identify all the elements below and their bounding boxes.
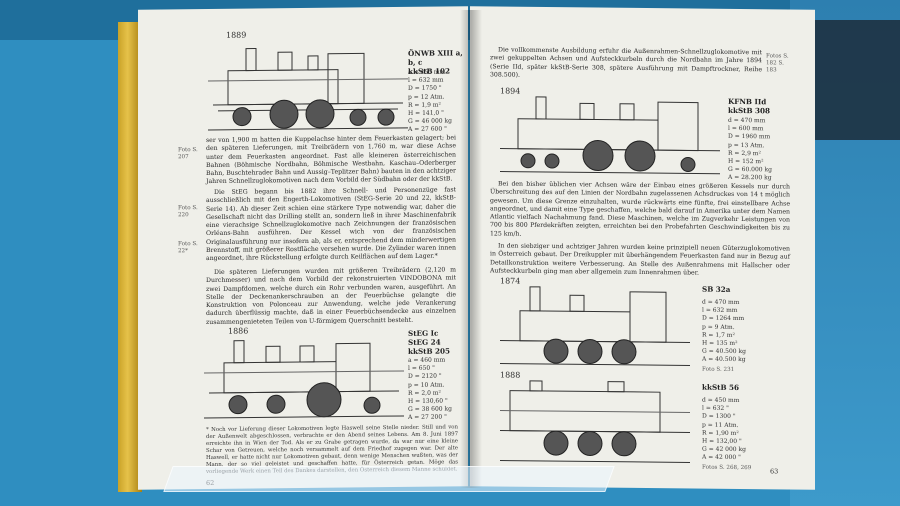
- left-page: 1889 ÖNWB XIII a, b, c kkStB 102 a = 450…: [138, 6, 468, 490]
- fig3-foto-ref: Fotos S. 268, 269: [702, 464, 752, 472]
- locomotive-drawing-1874: [500, 286, 690, 366]
- locomotive-drawing-1894: [500, 96, 720, 175]
- right-page: Die vollkommenste Ausbildung erfuhr die …: [470, 6, 815, 490]
- margin-note-2: Foto S. 220: [178, 205, 198, 219]
- fig1-spec-title-right: KFNB IId kkStB 308: [728, 96, 771, 116]
- body-paragraph-right-1: Bei den bisher üblichen vier Achsen wäre…: [490, 180, 790, 238]
- fig2-spec-title-right: SB 32a: [702, 284, 731, 294]
- background-dark-object: [815, 20, 900, 140]
- locomotive-drawing-1886: [204, 340, 404, 419]
- intro-paragraph: Die vollkommenste Ausbildung erfuhr die …: [490, 46, 762, 79]
- fig2-foto-ref: Foto S. 231: [702, 366, 735, 373]
- margin-note-1: Foto S. 207: [178, 147, 198, 161]
- page-number-right: 63: [770, 467, 779, 476]
- body-paragraph-3: Die späteren Lieferungen wurden mit größ…: [206, 266, 456, 326]
- fig1-year: 1889: [226, 30, 247, 40]
- fig3-spec-title-right: kkStB 56: [702, 382, 740, 393]
- margin-note-3: Foto S. 22*: [178, 241, 198, 255]
- body-paragraph-1: ser von 1,900 m hatten die Kuppelachse h…: [206, 134, 456, 186]
- body-paragraph-2: Die StEG begann bis 1882 ihre Schnell- u…: [206, 186, 456, 263]
- book-gutter-shadow: [460, 10, 482, 488]
- locomotive-drawing-1888: [500, 380, 690, 463]
- locomotive-drawing-1889: [208, 47, 408, 131]
- fig2-spec-title: StEG Ic StEG 24 kkStB 205: [408, 328, 451, 356]
- margin-note-top: Fotos S. 182 S. 183: [766, 53, 789, 74]
- body-paragraph-right-2: In den siebziger und achtziger Jahren wu…: [490, 242, 790, 277]
- acrylic-book-stand: [163, 466, 615, 492]
